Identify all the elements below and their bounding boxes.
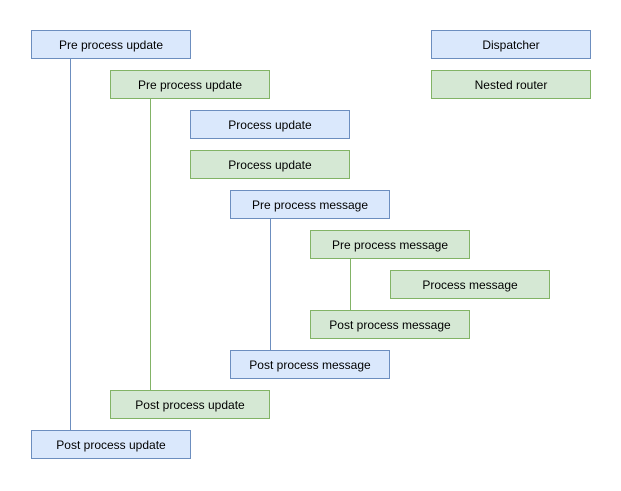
- connector-message-dispatcher-line: [270, 219, 271, 350]
- node-process-message-router: Process message: [390, 270, 550, 299]
- legend-dispatcher: Dispatcher: [431, 30, 591, 59]
- node-pre-process-update-dispatcher: Pre process update: [31, 30, 191, 59]
- node-post-process-update-router: Post process update: [110, 390, 270, 419]
- connector-update-dispatcher-line: [70, 59, 71, 430]
- node-pre-process-message-dispatcher: Pre process message: [230, 190, 390, 219]
- connector-update-router-line: [150, 99, 151, 390]
- node-process-update-dispatcher: Process update: [190, 110, 350, 139]
- node-pre-process-update-router: Pre process update: [110, 70, 270, 99]
- node-process-update-router: Process update: [190, 150, 350, 179]
- node-post-process-update-dispatcher: Post process update: [31, 430, 191, 459]
- node-pre-process-message-router: Pre process message: [310, 230, 470, 259]
- connector-message-router-line: [350, 259, 351, 310]
- legend-nested-router: Nested router: [431, 70, 591, 99]
- node-post-process-message-router: Post process message: [310, 310, 470, 339]
- node-post-process-message-dispatcher: Post process message: [230, 350, 390, 379]
